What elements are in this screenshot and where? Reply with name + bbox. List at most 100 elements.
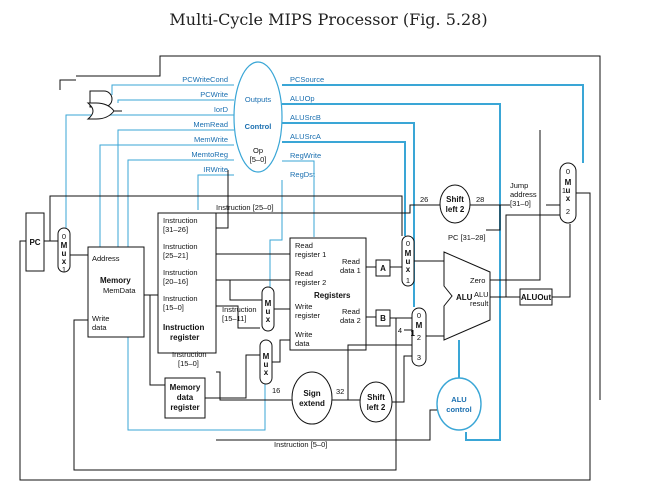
ir-field-15-0: [15–0] [163, 303, 184, 312]
alu-control-label: ALU [451, 395, 466, 404]
mux-alusrcb [411, 307, 427, 367]
instruction-5-0-label: Instruction [5–0] [274, 440, 327, 449]
sign-extend-label: extend [299, 399, 325, 408]
jump-address-label: Jump [510, 181, 528, 190]
alu-control [436, 377, 482, 431]
ir-name: register [170, 333, 199, 342]
sign-extend [291, 371, 333, 425]
shift-left2-upper [439, 184, 471, 224]
mux-iord-m: M [61, 241, 68, 250]
register-b-label: B [380, 314, 386, 323]
register-a [375, 259, 391, 277]
signal-pcwritecond: PCWriteCond [182, 75, 228, 84]
pc-31-28-label: PC [31–28] [448, 233, 486, 242]
mux-alusrcb-in2: 2 [417, 333, 421, 342]
regs-read-data1: data 1 [340, 266, 361, 275]
regs-read-reg1: register 1 [295, 250, 326, 259]
mux-iord [57, 227, 71, 273]
signal-alusrcb: ALUSrcB [290, 113, 321, 122]
signal-pcsource: PCSource [290, 75, 324, 84]
aluout-label: ALUOut [521, 293, 552, 302]
mux-alusrcb-in0: 0 [417, 311, 421, 320]
ir-15-0-label: Instruction [172, 350, 207, 359]
mdr-label: Memory [170, 383, 201, 392]
mux-pcsource-in0: 0 [566, 167, 570, 176]
width-26: 26 [420, 195, 428, 204]
mux-memtoreg-m: M [263, 352, 270, 361]
ir-15-11-label: Instruction [222, 305, 257, 314]
ir-field-label: Instruction [163, 294, 198, 303]
alu-label: ALU [456, 293, 473, 302]
signal-aluop: ALUOp [290, 94, 315, 103]
shift-left2-lower [359, 381, 393, 423]
register-a-label: A [380, 264, 386, 273]
sign-extend-label: Sign [303, 389, 320, 398]
alu-control-label: control [446, 405, 471, 414]
ir-field-20-16: [20–16] [163, 277, 188, 286]
mux-iord-u: u [62, 249, 67, 258]
width-16: 16 [272, 386, 280, 395]
ir-15-0-bits: [15–0] [178, 359, 199, 368]
mux-iord-in1: 1 [62, 265, 66, 274]
mux-alusrcb-m: M [416, 321, 423, 330]
mux-alusrca-in1: 1 [406, 276, 410, 285]
control-outputs-label: Outputs [245, 95, 272, 104]
memory-writedata-label: data [92, 323, 107, 332]
mux-iord-in0: 0 [62, 232, 66, 241]
mux-memtoreg-x: x [264, 368, 269, 377]
or-gate [86, 102, 115, 120]
pc-label: PC [29, 238, 40, 247]
control-label: Control [245, 122, 272, 131]
mux-pcsource-in1: 1 [562, 186, 566, 195]
registers-label: Registers [314, 291, 351, 300]
ir-field-label: Instruction [163, 268, 198, 277]
regs-read-data1: Read [342, 257, 360, 266]
control-op-label: Op [253, 146, 263, 155]
mux-alusrca-x: x [406, 265, 411, 274]
width-32: 32 [336, 387, 344, 396]
ir-field-label: Instruction [163, 242, 198, 251]
memory-address-label: Address [92, 254, 120, 263]
mux-iord-x: x [62, 257, 67, 266]
control-right-signals: PCSource ALUOp ALUSrcB ALUSrcA RegWrite … [290, 75, 324, 179]
ir-15-11-bits: [15–11] [222, 314, 246, 323]
mux-pcsource-in2: 2 [566, 207, 570, 216]
regs-read-data2: Read [342, 307, 360, 316]
regs-read-reg2: Read [295, 269, 313, 278]
shift-left2-lower-label: Shift [367, 393, 385, 402]
instruction-25-0-label: Instruction [25–0] [216, 203, 274, 212]
signal-memread: MemRead [193, 120, 228, 129]
jump-address-bits: [31–0] [510, 199, 531, 208]
jump-address-label: address [510, 190, 537, 199]
instruction-register [157, 212, 217, 354]
signal-alusrca: ALUSrcA [290, 132, 321, 141]
regs-write-reg: Write [295, 302, 312, 311]
mux-alusrca-in0: 0 [406, 239, 410, 248]
width-28: 28 [476, 195, 484, 204]
shift-left2-lower-label: left 2 [367, 403, 386, 412]
mux-pcsource-m: M [565, 178, 572, 187]
signal-regdst: RegDst [290, 170, 316, 179]
mux-alusrcb-in3: 3 [417, 353, 421, 362]
regs-write-data: Write [295, 330, 312, 339]
page-title: Multi-Cycle MIPS Processor (Fig. 5.28) [169, 10, 488, 29]
regs-read-reg1: Read [295, 241, 313, 250]
ir-field-31-26: [31–26] [163, 225, 188, 234]
signal-regwrite: RegWrite [290, 151, 321, 160]
mux-regdst-m: M [265, 299, 272, 308]
ir-field-25-21: [25–21] [163, 251, 188, 260]
mux-pcsource-u: u [566, 186, 571, 195]
mux-regdst-x: x [266, 315, 271, 324]
ir-field-label: Instruction [163, 216, 198, 225]
memdata-label: MemData [103, 286, 136, 295]
mux-alusrcb-const4: 4 [398, 326, 402, 335]
regs-read-reg2: register 2 [295, 278, 326, 287]
memory [87, 246, 145, 338]
alu-result-label: ALU [474, 290, 489, 299]
mux-alusrca-u: u [406, 257, 411, 266]
mux-alusrcb-in1: 1 [411, 329, 416, 338]
control-op-bits: [5–0] [250, 155, 267, 164]
mdr-label: data [177, 393, 194, 402]
control-unit [233, 61, 283, 173]
